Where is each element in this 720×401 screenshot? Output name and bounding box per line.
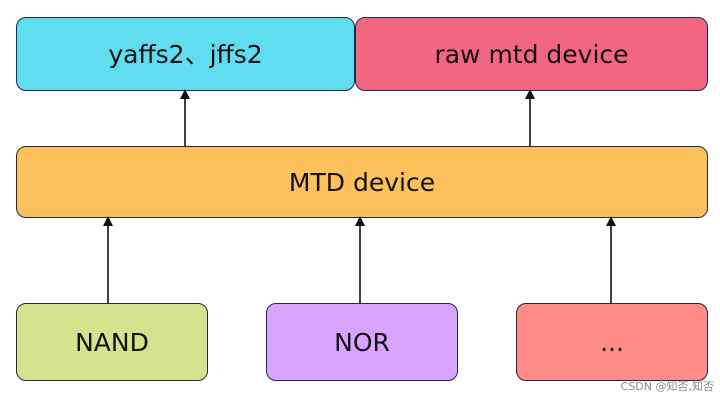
watermark: CSDN @知否,知否 xyxy=(620,380,714,393)
more-devices-label: ... xyxy=(600,327,624,357)
filesystems-label: yaffs2、jffs2 xyxy=(108,39,263,69)
mtd-device-label: MTD device xyxy=(288,167,436,197)
more-devices-box: ... xyxy=(516,303,708,381)
nor-label: NOR xyxy=(334,327,390,357)
raw-mtd-device-box: raw mtd device xyxy=(355,17,708,91)
nand-box: NAND xyxy=(16,303,208,381)
raw-mtd-device-label: raw mtd device xyxy=(434,39,629,69)
nand-label: NAND xyxy=(75,327,149,357)
filesystems-box: yaffs2、jffs2 xyxy=(16,17,355,91)
nor-box: NOR xyxy=(266,303,458,381)
mtd-device-box: MTD device xyxy=(16,146,708,218)
